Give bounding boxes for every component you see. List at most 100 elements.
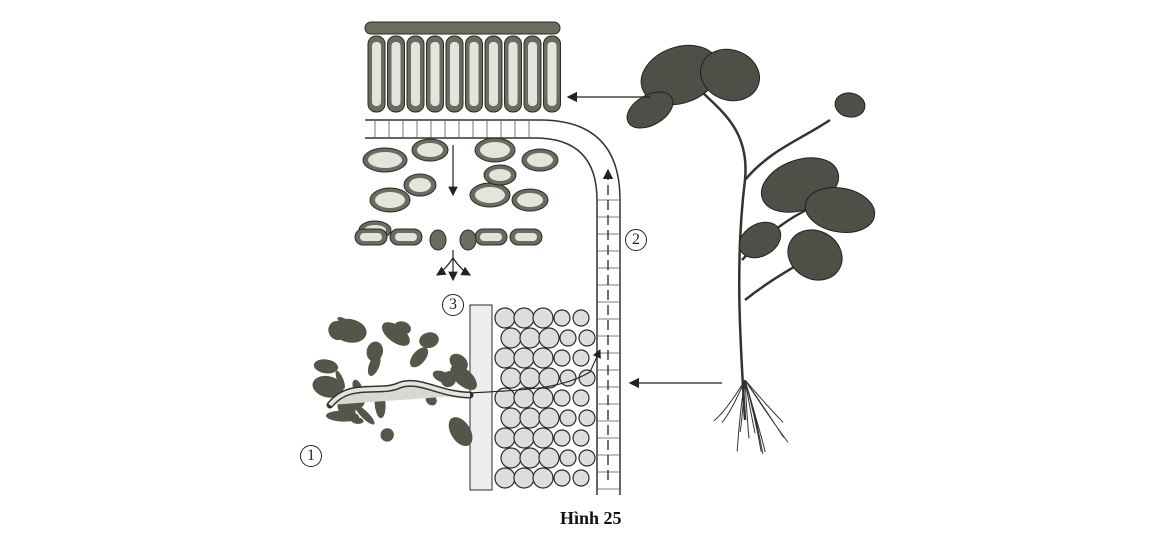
soil-particle bbox=[409, 347, 429, 368]
leaf-palisade-cells bbox=[364, 21, 561, 113]
cell-vacuole bbox=[527, 153, 553, 167]
cortex-cell bbox=[500, 447, 522, 469]
epidermis-cell bbox=[469, 304, 493, 491]
soil-particle bbox=[328, 320, 347, 341]
cell-vacuole bbox=[517, 193, 543, 207]
cortex-cell bbox=[513, 307, 535, 329]
soil-particle bbox=[366, 341, 384, 362]
cell-vacuole bbox=[430, 42, 440, 106]
cell-vacuole bbox=[450, 42, 459, 106]
cell-vacuole bbox=[480, 233, 502, 241]
leaf bbox=[834, 92, 866, 118]
cortex-cell bbox=[513, 347, 535, 369]
cortex-cell bbox=[553, 429, 571, 447]
cell-vacuole bbox=[475, 187, 505, 203]
cortex-cell bbox=[494, 307, 516, 329]
cortex-cell bbox=[513, 467, 535, 489]
cortex-cell bbox=[553, 389, 571, 407]
cortex-cell bbox=[559, 449, 577, 467]
cell-vacuole bbox=[375, 192, 405, 208]
upper-epidermis bbox=[364, 21, 561, 35]
cortex-cell bbox=[494, 467, 516, 489]
cell-vacuole bbox=[489, 42, 498, 106]
cell-vacuole bbox=[372, 42, 381, 106]
cortex-cell bbox=[553, 309, 571, 327]
stem bbox=[699, 89, 831, 421]
cortex-cell bbox=[559, 369, 577, 387]
root-hair bbox=[326, 348, 601, 409]
cell-vacuole bbox=[469, 42, 479, 106]
cortex-cell bbox=[538, 447, 560, 469]
cortex-cell bbox=[538, 327, 560, 349]
cortex-cell bbox=[500, 407, 522, 429]
cell-vacuole bbox=[411, 42, 420, 106]
soil-particle bbox=[337, 316, 359, 334]
cell-vacuole bbox=[528, 42, 537, 106]
leaf-spongy-cells bbox=[354, 137, 559, 251]
cortex-cell bbox=[553, 349, 571, 367]
cortex-cell bbox=[572, 429, 590, 447]
cell-vacuole bbox=[547, 42, 557, 106]
soil-particle bbox=[386, 323, 403, 339]
cortex-cell bbox=[532, 467, 554, 489]
guard-cell bbox=[459, 229, 477, 251]
roots bbox=[713, 379, 789, 454]
cortex-cell bbox=[578, 449, 596, 467]
soil-particle bbox=[448, 417, 473, 447]
cortex-cell bbox=[572, 349, 590, 367]
soil-particle bbox=[350, 417, 364, 424]
cortex-cell bbox=[532, 307, 554, 329]
xylem-vessel bbox=[365, 119, 621, 495]
cell-vacuole bbox=[391, 42, 401, 106]
release-arrows-icon bbox=[435, 145, 472, 282]
cortex-cell bbox=[538, 407, 560, 429]
cortex-cell bbox=[538, 367, 560, 389]
cortex-cell bbox=[519, 367, 541, 389]
cortex-cell bbox=[519, 447, 541, 469]
soil-particles bbox=[312, 316, 477, 447]
cortex-cell bbox=[519, 327, 541, 349]
cell-vacuole bbox=[417, 143, 443, 157]
cortex-cell bbox=[559, 409, 577, 427]
soil-particle bbox=[335, 370, 345, 390]
cortex-cell bbox=[500, 327, 522, 349]
guard-cell bbox=[429, 229, 447, 251]
leaf bbox=[787, 229, 843, 281]
cortex-cell bbox=[532, 347, 554, 369]
cortex-cell bbox=[578, 409, 596, 427]
soil-particle bbox=[450, 364, 477, 390]
cortex-cell bbox=[513, 387, 535, 409]
cortex-cell bbox=[559, 329, 577, 347]
label-2: 2 bbox=[625, 229, 647, 251]
cortex-cell bbox=[578, 369, 596, 387]
cortex-cell bbox=[578, 329, 596, 347]
leaf bbox=[804, 186, 876, 234]
cortex-cell bbox=[532, 387, 554, 409]
cell-vacuole bbox=[360, 233, 382, 241]
label-3: 3 bbox=[442, 294, 464, 316]
cell-vacuole bbox=[489, 169, 511, 181]
soil-particle bbox=[355, 405, 375, 425]
cortex-cell bbox=[519, 407, 541, 429]
leaf bbox=[700, 48, 760, 102]
soil-particle bbox=[380, 428, 394, 442]
cortex-cell bbox=[553, 469, 571, 487]
cortex-cell bbox=[572, 469, 590, 487]
pointer-arrows bbox=[566, 91, 722, 389]
cell-vacuole bbox=[395, 233, 417, 241]
cortex-cell bbox=[572, 309, 590, 327]
cell-vacuole bbox=[508, 42, 518, 106]
cortex-cell bbox=[494, 347, 516, 369]
plant-illustration bbox=[626, 44, 876, 454]
root-cells bbox=[469, 304, 596, 491]
cortex-cell bbox=[572, 389, 590, 407]
cell-vacuole bbox=[480, 142, 510, 158]
label-1: 1 bbox=[300, 445, 322, 467]
cortex-cell bbox=[500, 367, 522, 389]
soil-particle bbox=[419, 332, 439, 349]
cortex-cell bbox=[494, 427, 516, 449]
soil-particle bbox=[312, 375, 344, 398]
leaf bbox=[738, 221, 782, 259]
cortex-cell bbox=[532, 427, 554, 449]
